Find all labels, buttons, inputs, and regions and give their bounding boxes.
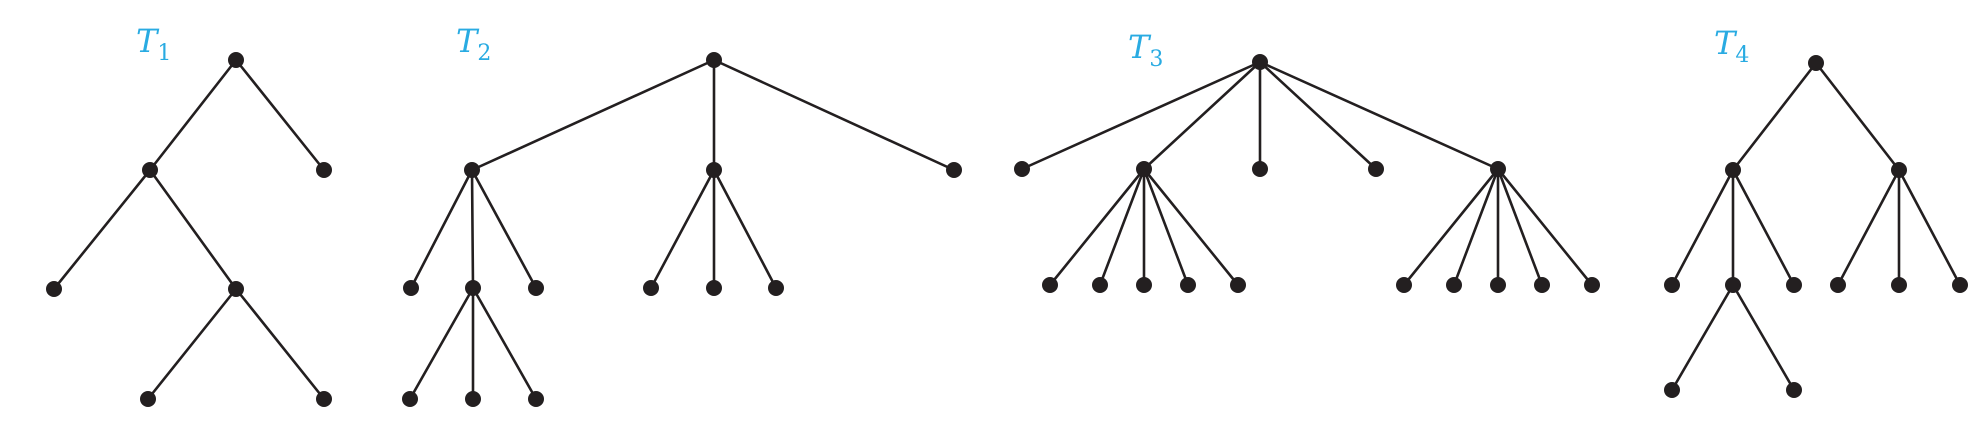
edge (470, 168, 475, 290)
root-vertex (1252, 54, 1268, 70)
root-vertex (1808, 55, 1824, 71)
edge (52, 168, 152, 291)
vertex (142, 162, 158, 178)
edge (649, 168, 716, 290)
vertex (1830, 277, 1846, 293)
vertex (140, 391, 156, 407)
tree-label-letter: T (1128, 28, 1152, 66)
tree-label-t4: T4 (1714, 24, 1749, 68)
edge (1814, 61, 1901, 172)
edge (146, 287, 238, 401)
edge (1731, 283, 1796, 392)
tree-t2 (402, 52, 962, 407)
edge (148, 58, 238, 172)
vertex (1042, 277, 1058, 293)
edge (234, 287, 326, 401)
vertex (1136, 277, 1152, 293)
vertex (465, 280, 481, 296)
vertex (768, 280, 784, 296)
edge (1098, 167, 1146, 287)
edge (470, 168, 538, 290)
edge (1048, 167, 1146, 287)
vertex (1446, 277, 1462, 293)
tree-label-subscript: 3 (1149, 47, 1163, 72)
vertex (1725, 277, 1741, 293)
tree-t3 (1014, 54, 1600, 293)
edge (1142, 167, 1240, 287)
tree-t1 (46, 52, 332, 407)
vertex (706, 162, 722, 178)
edge (148, 168, 238, 291)
vertex (1952, 277, 1968, 293)
vertex (1252, 161, 1268, 177)
vertex (643, 280, 659, 296)
vertex (46, 281, 62, 297)
vertex (316, 162, 332, 178)
tree-label-t1: T1 (136, 22, 171, 66)
edge (712, 168, 778, 290)
vertex (1584, 277, 1600, 293)
vertex (464, 162, 480, 178)
vertex (1891, 277, 1907, 293)
vertex (1136, 161, 1152, 177)
vertex (946, 162, 962, 178)
tree-label-subscript: 1 (157, 41, 171, 66)
tree-label-letter: T (136, 22, 160, 60)
edge (1496, 167, 1544, 287)
root-vertex (228, 52, 244, 68)
tree-label-t2: T2 (456, 22, 491, 66)
edge (1670, 283, 1735, 392)
tree-label-letter: T (456, 22, 480, 60)
vertex (1786, 277, 1802, 293)
edge (408, 286, 475, 401)
edge (1731, 168, 1796, 287)
edge (1020, 60, 1262, 171)
vertex (1664, 382, 1680, 398)
vertex (1396, 277, 1412, 293)
vertex (528, 280, 544, 296)
edge (1496, 167, 1594, 287)
vertex (402, 391, 418, 407)
vertex (1725, 162, 1741, 178)
vertex (316, 391, 332, 407)
edge (234, 58, 326, 172)
vertex (528, 391, 544, 407)
edge (1670, 168, 1735, 287)
edge (1402, 167, 1500, 287)
vertex (1014, 161, 1030, 177)
root-vertex (706, 52, 722, 68)
vertex (1786, 382, 1802, 398)
edge (1836, 168, 1901, 287)
edge (409, 168, 474, 290)
edge (1731, 61, 1818, 172)
tree-label-subscript: 4 (1735, 43, 1749, 68)
vertex (1664, 277, 1680, 293)
tree-label-t3: T3 (1128, 28, 1163, 72)
vertex (1490, 161, 1506, 177)
vertex (1230, 277, 1246, 293)
edge (471, 286, 538, 401)
vertex (465, 391, 481, 407)
edge (1258, 60, 1378, 171)
vertex (1891, 162, 1907, 178)
edge (1258, 60, 1500, 171)
edge (712, 58, 956, 172)
tree-t4 (1664, 55, 1968, 398)
vertex (228, 281, 244, 297)
edge (1142, 60, 1262, 171)
tree-label-letter: T (1714, 24, 1738, 62)
edge (1142, 167, 1190, 287)
vertex (1534, 277, 1550, 293)
vertex (1490, 277, 1506, 293)
edge (470, 58, 716, 172)
vertex (1368, 161, 1384, 177)
vertex (1092, 277, 1108, 293)
edge (1897, 168, 1962, 287)
edge (1452, 167, 1500, 287)
vertex (403, 280, 419, 296)
tree-label-subscript: 2 (477, 41, 491, 66)
vertex (1180, 277, 1196, 293)
vertex (706, 280, 722, 296)
